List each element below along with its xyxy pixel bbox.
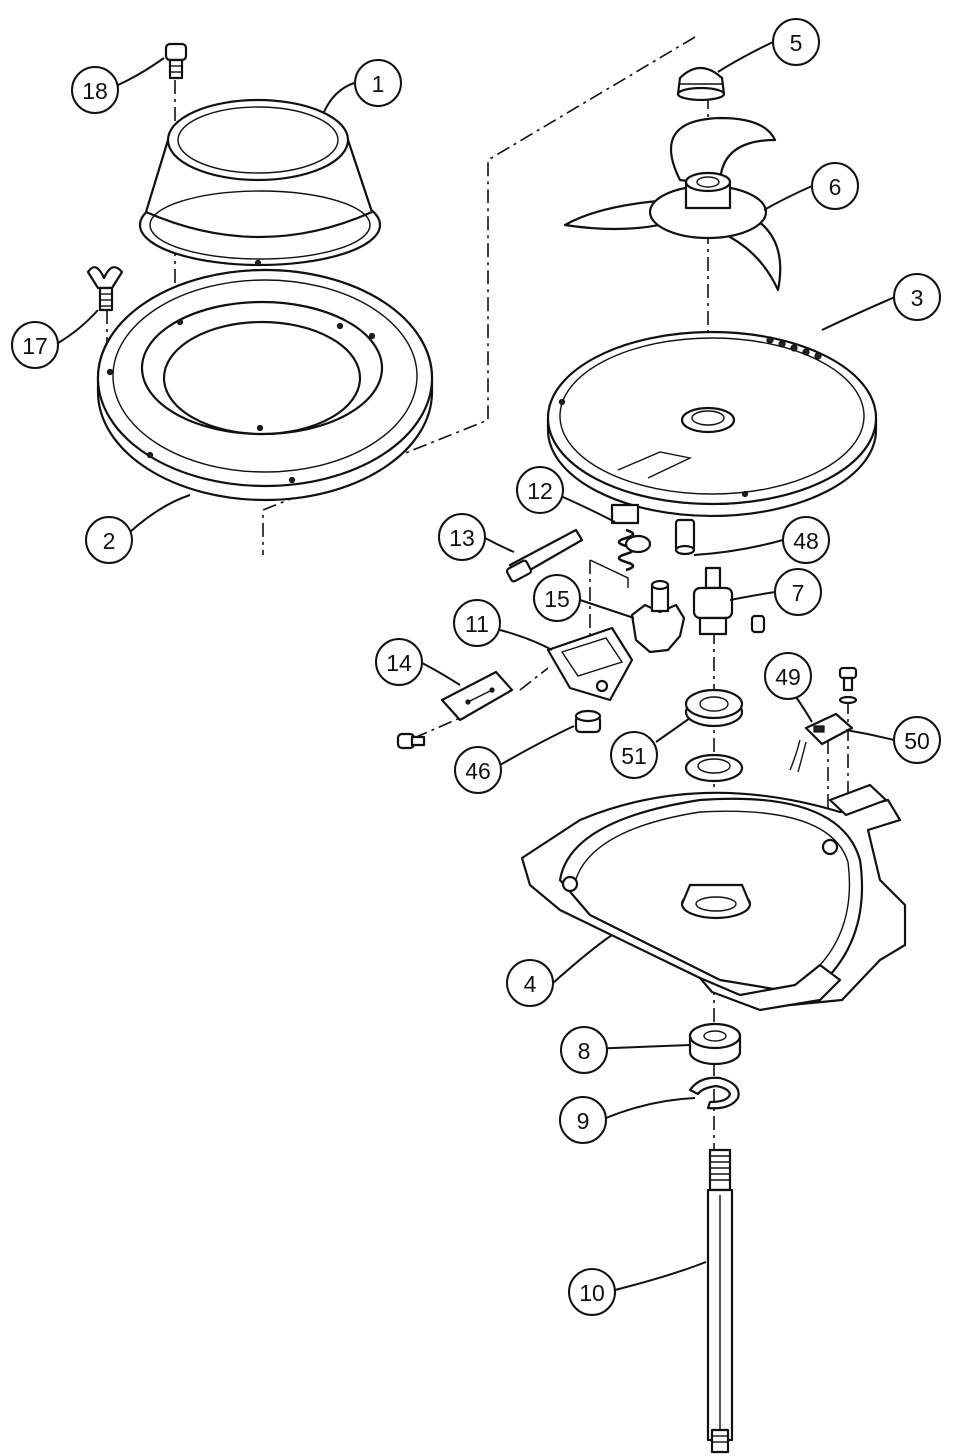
svg-text:51: 51	[621, 743, 647, 769]
callout-49: 49	[764, 652, 812, 700]
callout-6: 6	[811, 162, 859, 210]
svg-text:9: 9	[577, 1108, 590, 1134]
callout-9: 9	[559, 1096, 607, 1144]
svg-text:17: 17	[22, 333, 48, 359]
callout-3: 3	[893, 273, 941, 321]
svg-text:2: 2	[103, 528, 116, 554]
part-7-shaft-hub	[692, 566, 766, 636]
svg-text:46: 46	[465, 758, 491, 784]
leader-11	[499, 629, 553, 651]
part-51-bearing	[684, 688, 744, 728]
leader-51	[655, 717, 691, 743]
svg-text:49: 49	[775, 664, 801, 690]
callout-2: 2	[85, 516, 133, 564]
assembly-boundary-line	[262, 36, 696, 555]
svg-text:7: 7	[792, 580, 805, 606]
leader-15	[579, 599, 635, 619]
axis-line-14	[519, 667, 549, 691]
svg-text:11: 11	[465, 611, 489, 637]
callout-5: 5	[772, 18, 820, 66]
callout-7: 7	[774, 568, 822, 616]
leader-17	[57, 309, 99, 344]
svg-text:12: 12	[527, 478, 553, 504]
part-1-funnel	[138, 98, 382, 267]
part-46-nut	[574, 709, 602, 734]
leader-48	[693, 539, 784, 556]
leader-1	[323, 82, 355, 113]
leader-6	[763, 185, 813, 211]
svg-text:48: 48	[793, 528, 819, 554]
callout-48: 48	[782, 516, 830, 564]
part-13-pin-rod	[505, 528, 584, 583]
svg-text:18: 18	[82, 78, 108, 104]
callout-11: 11	[453, 599, 501, 647]
svg-text:15: 15	[544, 586, 570, 612]
leader-49	[795, 696, 813, 723]
callout-12: 12	[516, 466, 564, 514]
part-14-screw	[396, 732, 426, 750]
part-6-impeller	[563, 116, 782, 292]
part-3-spreader-plate	[546, 330, 878, 518]
leader-2	[129, 494, 191, 533]
part-10-threaded-shaft	[706, 1148, 734, 1454]
callout-50: 50	[893, 716, 941, 764]
part-8-bearing	[688, 1022, 742, 1066]
svg-text:1: 1	[372, 71, 385, 97]
callout-18: 18	[71, 66, 119, 114]
callout-4: 4	[506, 959, 554, 1007]
callout-17: 17	[11, 321, 59, 369]
svg-text:5: 5	[790, 30, 803, 56]
callout-46: 46	[454, 746, 502, 794]
part-9-circlip	[688, 1076, 740, 1110]
svg-text:6: 6	[829, 174, 842, 200]
leader-12	[562, 496, 616, 523]
leader-10	[614, 1261, 707, 1291]
svg-text:14: 14	[386, 650, 412, 676]
svg-text:10: 10	[579, 1280, 605, 1306]
part-11-bracket	[546, 626, 634, 702]
callout-15: 15	[533, 574, 581, 622]
part-4-housing-frame	[520, 783, 907, 1012]
svg-text:4: 4	[524, 971, 537, 997]
part-18-knob-screw	[164, 42, 188, 80]
leader-13	[484, 537, 515, 553]
leader-4	[552, 934, 613, 984]
part-50-sensor-board	[789, 712, 854, 773]
callout-13: 13	[438, 513, 486, 561]
part-17-wing-screw	[86, 266, 124, 312]
part-15-star-knob	[589, 559, 686, 654]
callout-14: 14	[375, 638, 423, 686]
callout-51: 51	[610, 731, 658, 779]
leader-5	[717, 41, 774, 73]
svg-text:3: 3	[911, 285, 924, 311]
leader-14	[421, 662, 461, 686]
callout-1: 1	[354, 59, 402, 107]
leader-50	[845, 729, 895, 741]
svg-text:50: 50	[904, 728, 930, 754]
part-2-base-ring	[96, 268, 434, 502]
svg-text:8: 8	[578, 1038, 591, 1064]
part-12-spring	[610, 503, 652, 572]
callout-8: 8	[560, 1026, 608, 1074]
svg-text:13: 13	[449, 525, 475, 551]
part-washer	[684, 753, 744, 783]
leader-9	[605, 1097, 696, 1119]
part-14-flap-plate	[440, 670, 514, 722]
leader-7	[729, 591, 776, 601]
callout-10: 10	[568, 1268, 616, 1316]
part-48-bolt	[674, 518, 696, 556]
leader-18	[117, 57, 165, 86]
part-5-cap-nut	[676, 66, 726, 102]
part-49-screw	[838, 666, 858, 705]
leader-3	[821, 296, 896, 331]
axis-line-14-screw	[413, 717, 461, 739]
leader-46	[499, 725, 575, 766]
